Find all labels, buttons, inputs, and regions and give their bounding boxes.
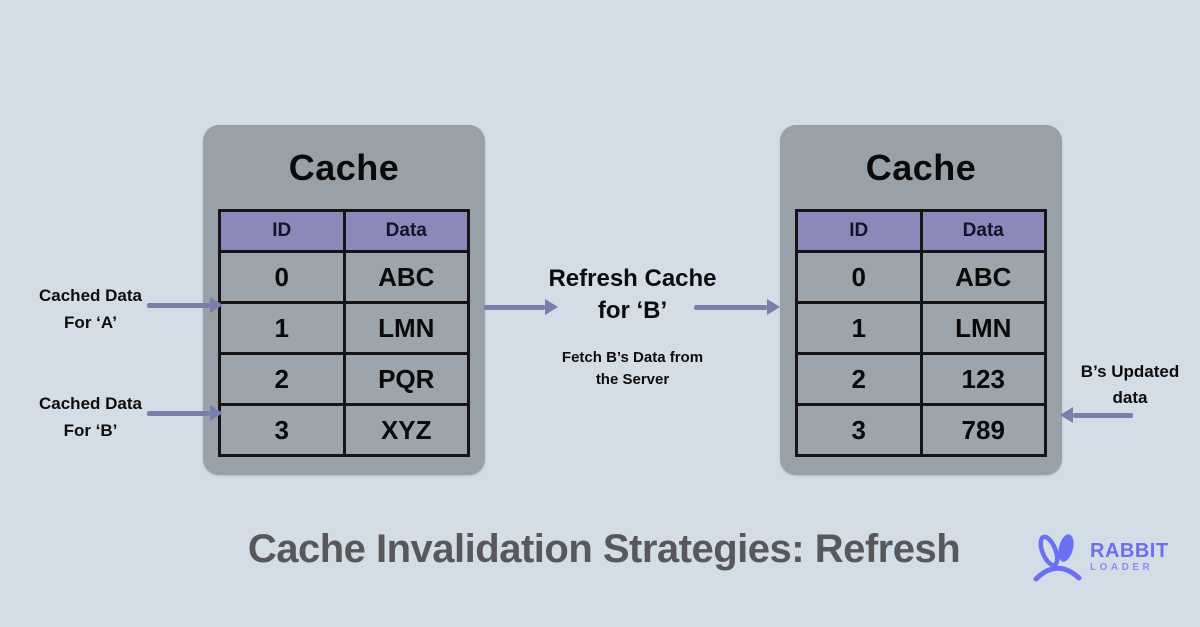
label-line: For ‘A’: [64, 313, 117, 332]
cell-id: 1: [218, 301, 346, 355]
cell-id: 3: [218, 403, 346, 457]
arrow-refresh-to-right-cache: [694, 299, 780, 315]
label-line: Refresh Cache: [548, 265, 717, 292]
label-line: for ‘B’: [597, 297, 668, 324]
cache-card-right-title: Cache: [865, 147, 977, 188]
cell-data: PQR: [342, 352, 470, 406]
arrow-head-icon: [210, 405, 223, 421]
arrow-head-icon: [767, 299, 780, 315]
label-refresh-cache: Refresh Cache for ‘B’: [530, 263, 735, 327]
column-header-data: Data: [342, 209, 470, 253]
table-header-row: ID Data: [218, 209, 470, 253]
cache-table-left: ID Data 0 ABC 1 LMN 2 PQR 3: [218, 209, 470, 457]
arrow-left-cache-to-refresh: [484, 299, 558, 315]
label-cached-data-a: Cached Data For ‘A’: [18, 282, 163, 336]
column-header-id: ID: [795, 209, 923, 253]
label-line: B’s Updated: [1080, 362, 1180, 381]
cell-data: 789: [919, 403, 1047, 457]
label-line: Cached Data: [39, 286, 142, 305]
label-line: data: [1112, 388, 1148, 407]
cell-id: 3: [795, 403, 923, 457]
cache-card-left: Cache ID Data 0 ABC 1 LMN 2 PQR: [203, 125, 485, 475]
table-row: 1 LMN: [795, 301, 1047, 355]
column-header-id: ID: [218, 209, 346, 253]
column-header-data: Data: [919, 209, 1047, 253]
cell-id: 1: [795, 301, 923, 355]
cell-data: LMN: [342, 301, 470, 355]
arrow-cached-b-right: [147, 405, 223, 421]
rabbitloader-logo: RABBIT LOADER: [1032, 531, 1169, 583]
cell-data: XYZ: [342, 403, 470, 457]
cell-id: 2: [795, 352, 923, 406]
cache-table-right: ID Data 0 ABC 1 LMN 2 123 3: [795, 209, 1047, 457]
cell-data: ABC: [342, 250, 470, 304]
cache-card-right: Cache ID Data 0 ABC 1 LMN 2 123: [780, 125, 1062, 475]
label-cached-data-b: Cached Data For ‘B’: [18, 390, 163, 444]
arrow-shaft: [147, 410, 210, 416]
arrow-head-icon: [210, 297, 223, 313]
logo-brand-label: RABBIT: [1090, 540, 1169, 562]
logo-sub-label: LOADER: [1090, 562, 1154, 573]
cell-id: 2: [218, 352, 346, 406]
arrow-shaft: [694, 304, 767, 310]
label-line: Cached Data: [39, 394, 142, 413]
label-line: Fetch B’s Data from: [561, 349, 704, 366]
table-row: 2 123: [795, 352, 1047, 406]
arrow-updated-data-left: [1060, 407, 1133, 423]
table-row: 1 LMN: [218, 301, 470, 355]
label-b-updated-data: B’s Updated data: [1063, 359, 1197, 411]
arrow-shaft: [1073, 412, 1133, 418]
table-row: 0 ABC: [218, 250, 470, 304]
label-line: the Server: [595, 371, 670, 388]
cell-id: 0: [218, 250, 346, 304]
arrow-shaft: [484, 304, 545, 310]
logo-text: RABBIT LOADER: [1090, 540, 1169, 574]
table-header-row: ID Data: [795, 209, 1047, 253]
cell-data: ABC: [919, 250, 1047, 304]
cell-data: LMN: [919, 301, 1047, 355]
arrow-head-icon: [545, 299, 558, 315]
rabbit-ears-icon: [1033, 534, 1082, 582]
table-row: 3 XYZ: [218, 403, 470, 457]
label-line: For ‘B’: [63, 421, 118, 440]
arrow-head-icon: [1060, 407, 1073, 423]
arrow-shaft: [147, 302, 210, 308]
page-title: Cache Invalidation Strategies: Refresh: [247, 527, 961, 571]
table-row: 0 ABC: [795, 250, 1047, 304]
table-row: 2 PQR: [218, 352, 470, 406]
cell-id: 0: [795, 250, 923, 304]
label-fetch-data: Fetch B’s Data from the Server: [545, 347, 720, 391]
cell-data: 123: [919, 352, 1047, 406]
arrow-cached-a-right: [147, 297, 223, 313]
cache-card-left-title: Cache: [288, 147, 400, 188]
table-row: 3 789: [795, 403, 1047, 457]
